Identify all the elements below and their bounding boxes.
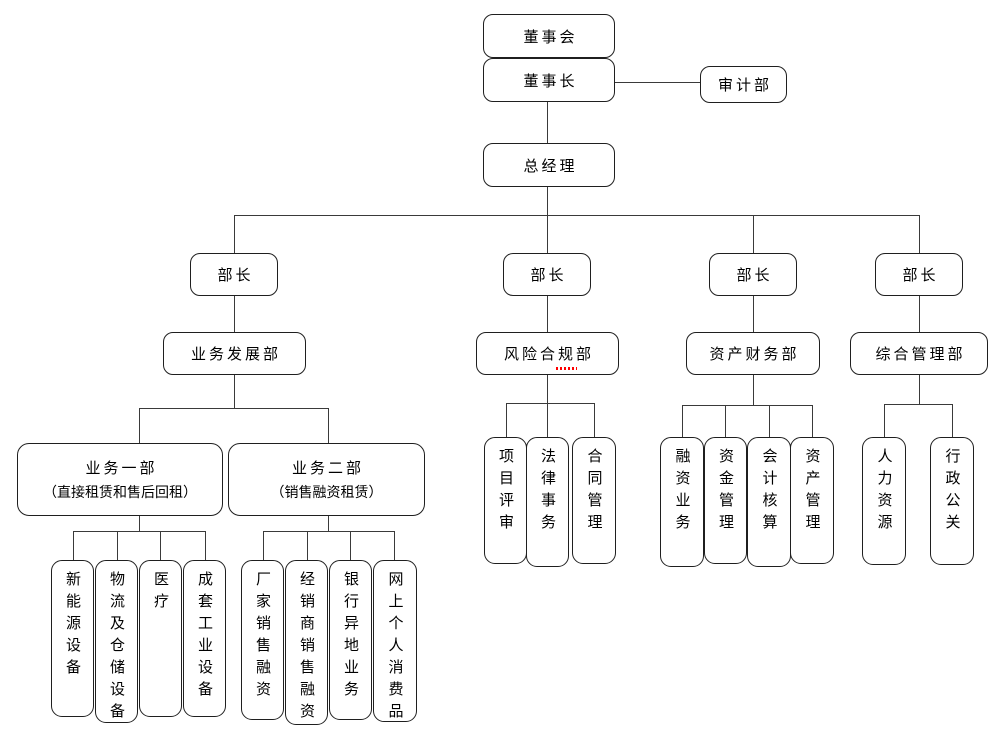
node-audit-dept: 审计部 [700, 66, 787, 103]
node-label: 物流及仓储设备 [108, 571, 126, 725]
connector-line [753, 375, 755, 405]
node-general-manager: 总经理 [483, 143, 615, 187]
node-minister-3: 部长 [709, 253, 797, 296]
connector-line [594, 403, 596, 437]
node-label: 融资业务 [673, 448, 692, 536]
connector-line [884, 404, 886, 437]
node-label: 新能源设备 [64, 571, 82, 681]
node-label: 银行异地业务 [342, 571, 360, 703]
node-label: 资金管理 [717, 448, 735, 536]
node-human-resources: 人力资源 [862, 437, 906, 565]
connector-line [73, 531, 75, 560]
node-chairman: 董事长 [483, 58, 615, 102]
node-manufacturer-sales-financing: 厂家销售融资 [241, 560, 284, 720]
connector-line [884, 404, 952, 406]
connector-line [547, 375, 549, 437]
connector-line [952, 404, 954, 437]
node-financing-business: 融资业务 [660, 437, 704, 567]
node-label: 医疗 [152, 571, 170, 615]
connector-line [919, 375, 921, 404]
connector-line [160, 531, 162, 560]
connector-line [263, 531, 265, 560]
node-business-unit-1: 业务一部 （直接租赁和售后回租） [17, 443, 223, 516]
connector-line [263, 531, 394, 533]
connector-line [139, 408, 141, 443]
connector-line [682, 405, 684, 437]
node-label: 法律事务 [539, 448, 557, 536]
node-medical: 医疗 [139, 560, 182, 717]
node-minister-1: 部长 [190, 253, 278, 296]
node-label: 资产管理 [803, 448, 822, 536]
connector-line [205, 531, 207, 560]
connector-line [73, 531, 205, 533]
connector-line [328, 516, 330, 531]
node-business-development-dept: 业务发展部 [163, 332, 306, 375]
business-unit-1-title: 业务一部 [85, 459, 158, 477]
connector-line [234, 215, 919, 217]
node-general-management-dept: 综合管理部 [850, 332, 988, 375]
connector-line [117, 531, 119, 560]
node-minister-2: 部长 [503, 253, 591, 296]
node-minister-4: 部长 [875, 253, 963, 296]
connector-line [547, 215, 549, 253]
node-label: 网上个人消费品 [386, 571, 405, 725]
node-complete-industrial-equipment: 成套工业设备 [183, 560, 226, 717]
connector-line [753, 296, 755, 332]
node-label: 合同管理 [585, 448, 604, 536]
node-legal-affairs: 法律事务 [526, 437, 569, 567]
connector-line [919, 215, 921, 253]
node-logistics-warehousing-equipment: 物流及仓储设备 [95, 560, 138, 725]
node-risk-compliance-dept: 风险合规部 [476, 332, 619, 375]
node-label: 会计核算 [760, 448, 779, 536]
connector-line [328, 408, 330, 443]
connector-line [812, 405, 814, 437]
connector-line [547, 187, 549, 215]
connector-line [234, 215, 236, 253]
node-label: 经销商销售融资 [298, 571, 316, 725]
connector-line [547, 296, 549, 332]
node-admin-public-relations: 行政公关 [930, 437, 974, 565]
business-unit-2-subtitle: （销售融资租赁） [270, 485, 383, 501]
connector-line [725, 405, 727, 437]
connector-line [139, 516, 141, 531]
connector-line [506, 403, 508, 437]
connector-line [350, 531, 352, 560]
node-asset-management: 资产管理 [790, 437, 834, 564]
node-new-energy-equipment: 新能源设备 [51, 560, 94, 717]
node-label: 人力资源 [875, 448, 894, 536]
connector-line [139, 408, 328, 410]
business-unit-2-title: 业务二部 [291, 459, 364, 477]
node-dealer-sales-financing: 经销商销售融资 [285, 560, 328, 725]
connector-line [234, 296, 236, 332]
node-board-of-directors: 董事会 [483, 14, 615, 58]
connector-line [753, 215, 755, 253]
connector-line [234, 375, 236, 408]
node-contract-management: 合同管理 [572, 437, 616, 564]
spellcheck-underline [556, 367, 577, 370]
connector-line [506, 403, 594, 405]
connector-line [547, 102, 549, 143]
node-bank-remote-business: 银行异地业务 [329, 560, 372, 720]
connector-line [769, 405, 771, 437]
connector-line [394, 531, 396, 560]
node-accounting: 会计核算 [747, 437, 791, 567]
node-online-consumer-goods: 网上个人消费品 [373, 560, 417, 725]
node-asset-finance-dept: 资产财务部 [686, 332, 820, 375]
node-business-unit-2: 业务二部 （销售融资租赁） [228, 443, 425, 516]
node-label: 成套工业设备 [196, 571, 214, 703]
connector-line [307, 531, 309, 560]
node-project-review: 项目评审 [484, 437, 527, 564]
node-label: 厂家销售融资 [254, 571, 272, 703]
business-unit-1-subtitle: （直接租赁和售后回租） [43, 485, 197, 501]
connector-line [919, 296, 921, 332]
connector-line [615, 82, 700, 84]
node-fund-management: 资金管理 [704, 437, 747, 564]
node-label: 项目评审 [497, 448, 515, 536]
node-label: 行政公关 [943, 448, 962, 536]
connector-line [682, 405, 812, 407]
